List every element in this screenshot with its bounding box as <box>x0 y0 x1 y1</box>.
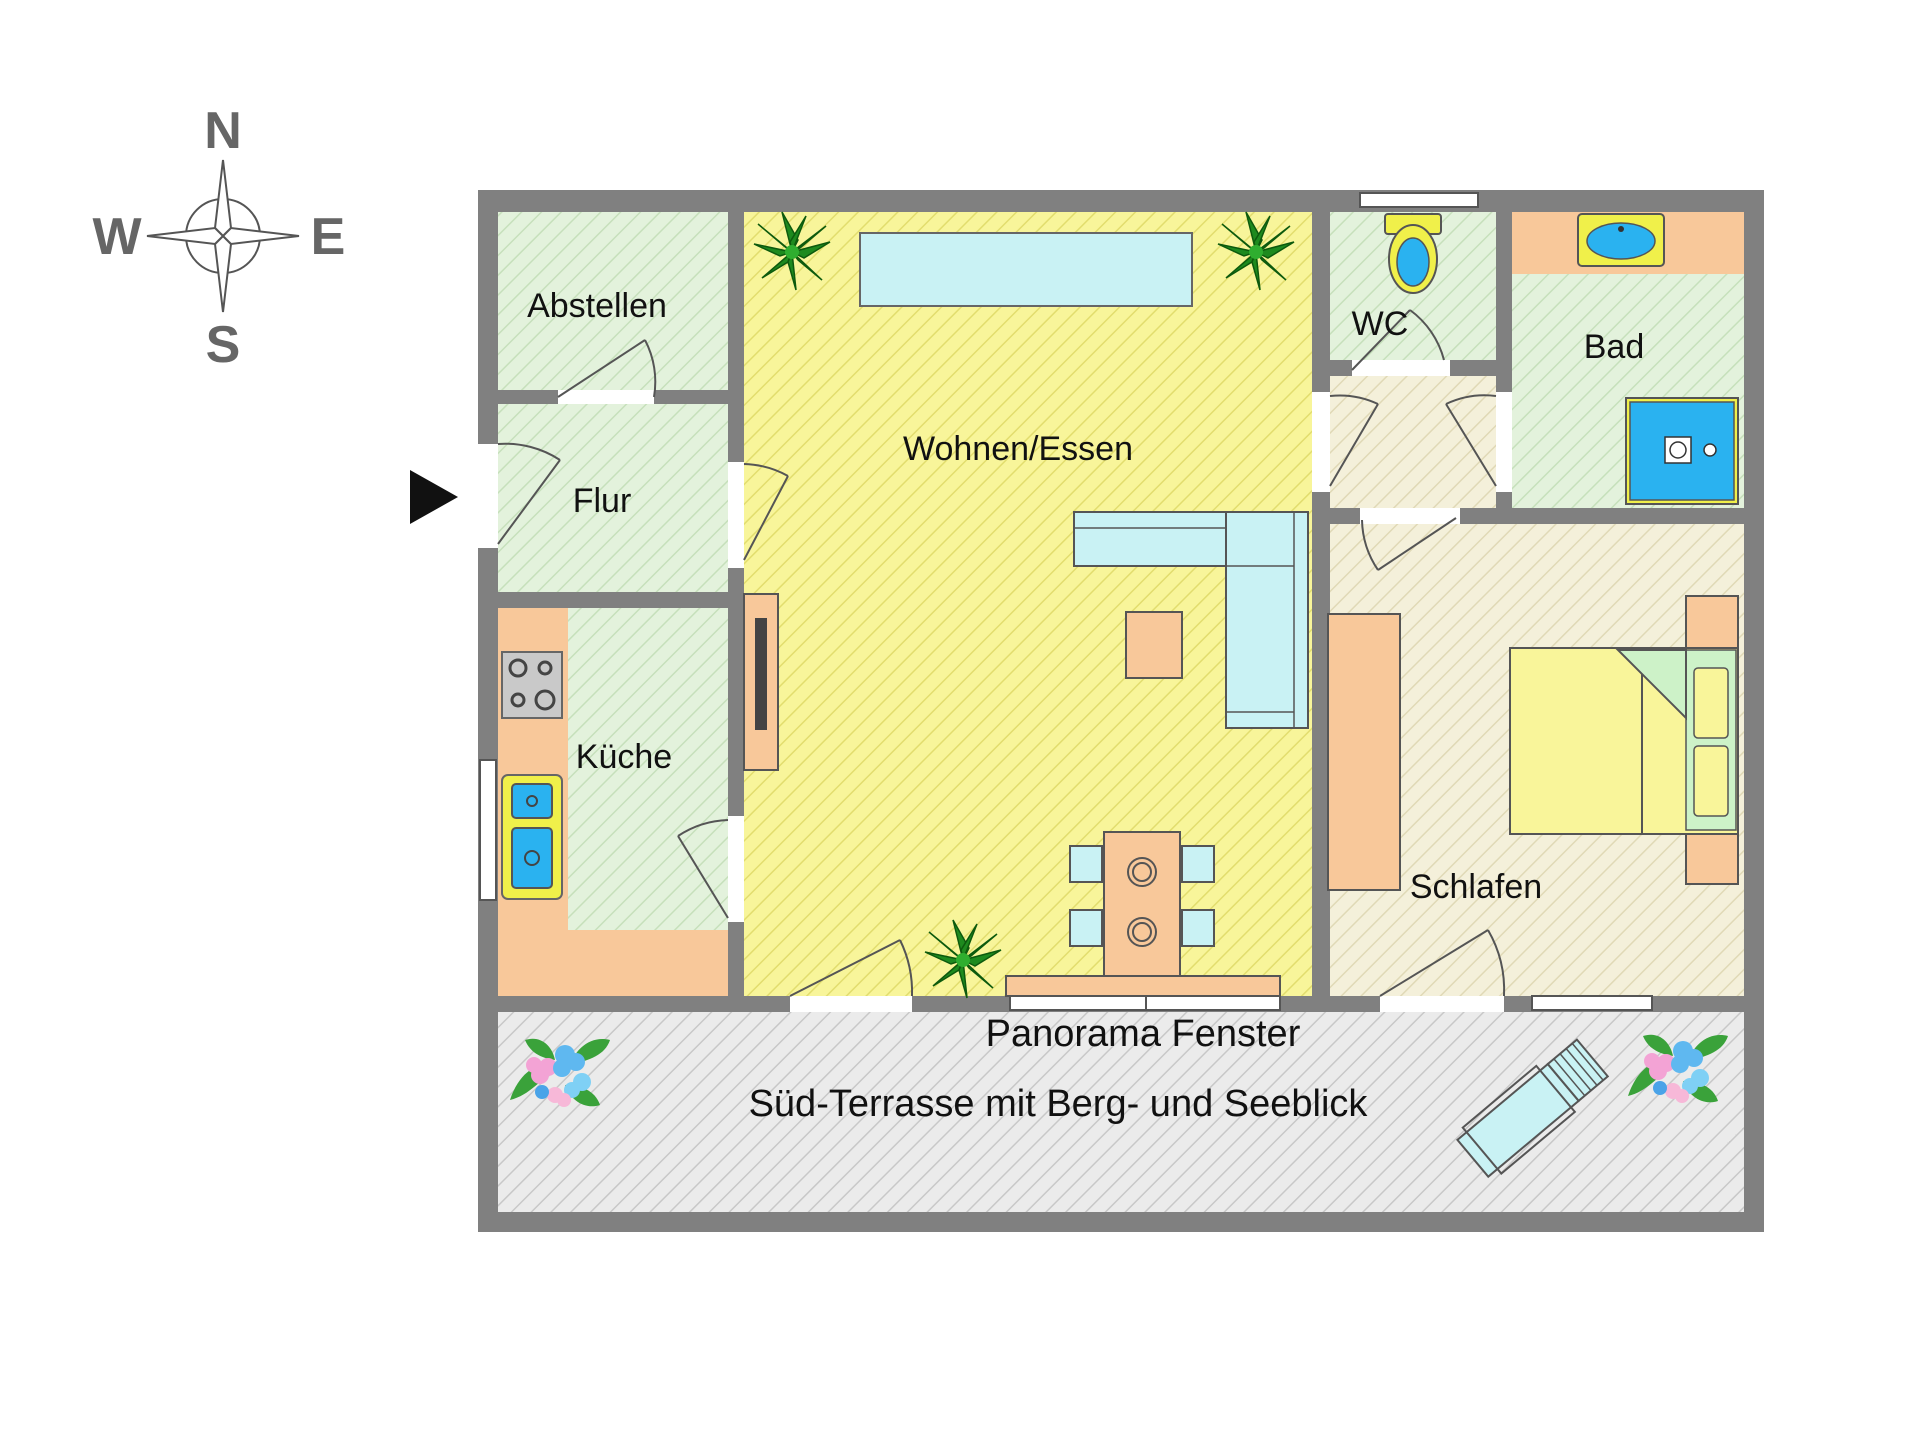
label-abstellen: Abstellen <box>527 287 667 325</box>
bed <box>1509 595 1739 885</box>
label-wc: WC <box>1352 305 1409 343</box>
window-bench <box>1005 975 1281 997</box>
label-schlafen: Schlafen <box>1410 868 1542 906</box>
washbasin-icon <box>1577 213 1665 267</box>
label-wohnen-essen: Wohnen/Essen <box>903 430 1133 468</box>
kitchen-counter <box>498 608 728 996</box>
compass-north: N <box>204 102 242 160</box>
dining-table <box>1069 831 1215 981</box>
label-terrasse: Süd-Terrasse mit Berg- und Seeblick <box>749 1083 1369 1125</box>
room-wohnen <box>744 212 1312 996</box>
tv-unit <box>743 593 779 771</box>
windows <box>479 192 1653 1011</box>
entrance-arrow-icon <box>410 470 458 524</box>
wardrobe <box>1327 613 1401 891</box>
stove-icon <box>501 651 563 719</box>
coffee-table <box>1125 611 1183 679</box>
room-flur <box>498 404 728 592</box>
compass-rose: N S E W <box>92 102 345 374</box>
label-panorama-fenster: Panorama Fenster <box>986 1013 1301 1055</box>
sofa <box>1073 511 1309 729</box>
tv-sideboard <box>859 232 1193 307</box>
kitchen-sink-icon <box>501 774 563 900</box>
compass-icon <box>146 159 300 313</box>
compass-south: S <box>206 316 241 374</box>
compass-east: E <box>311 208 346 266</box>
toilet-icon <box>1384 213 1442 294</box>
label-kueche: Küche <box>576 738 672 776</box>
doors <box>478 309 1512 1012</box>
compass-west: W <box>92 208 142 266</box>
label-bad: Bad <box>1584 328 1645 366</box>
sun-lounger-icon <box>1456 1038 1610 1179</box>
label-flur: Flur <box>573 482 632 520</box>
shower-icon <box>1625 397 1739 505</box>
